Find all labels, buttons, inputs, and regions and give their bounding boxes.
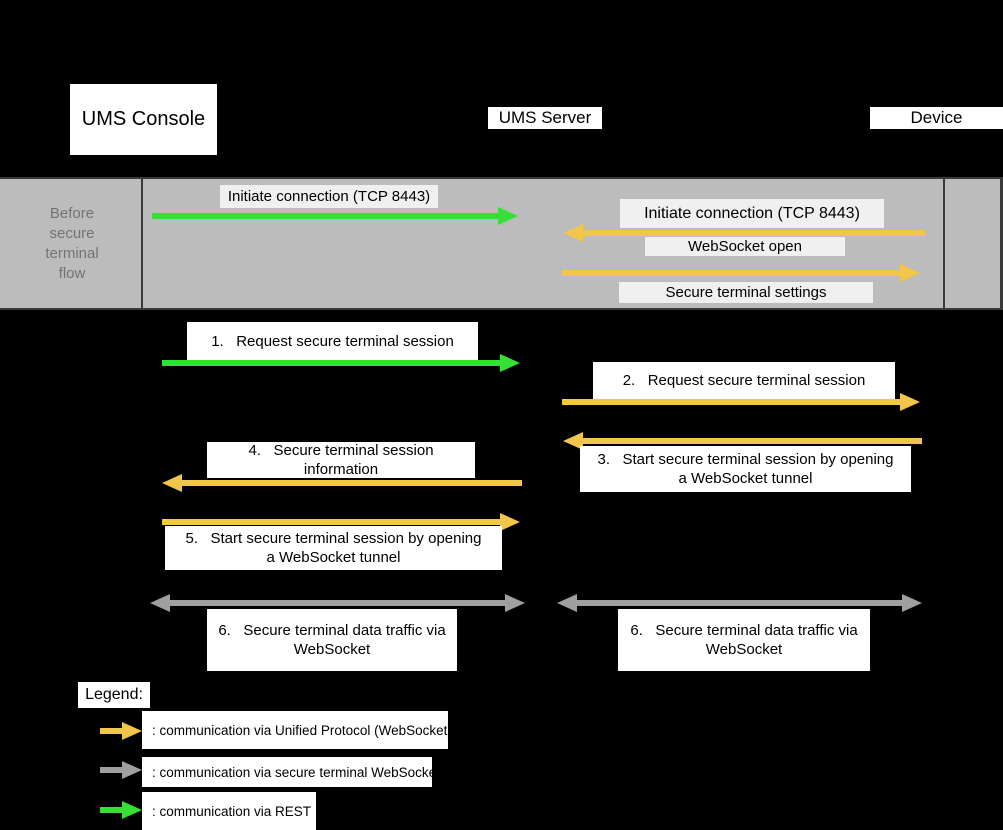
arrow-shaft	[152, 213, 502, 219]
arrow-shaft	[162, 519, 504, 525]
actor-ums-console: UMS Console	[70, 84, 217, 155]
step1-label: 1. Request secure terminal session	[187, 322, 478, 360]
step6-secure-ws-arrow-console-server	[150, 594, 525, 612]
arrow-head-right-icon	[902, 594, 922, 612]
legend-title: Legend:	[78, 682, 150, 708]
step2-label: 2. Request secure terminal session	[593, 362, 895, 399]
step2-unified-arrow-server-to-device	[562, 393, 920, 411]
band-divider-console	[141, 177, 143, 310]
arrow-shaft	[100, 807, 126, 813]
band-message-initiate-connection-console: Initiate connection (TCP 8443)	[220, 185, 438, 208]
step6-right-label: 6. Secure terminal data traffic via WebS…	[618, 609, 870, 671]
arrow-shaft	[579, 230, 925, 236]
arrow-head-right-icon	[122, 801, 142, 819]
arrow-head-right-icon	[900, 264, 920, 282]
arrow-head-right-icon	[505, 594, 525, 612]
band-message-initiate-connection-device: Initiate connection (TCP 8443)	[620, 199, 884, 228]
arrow-shaft	[178, 480, 522, 486]
step3-unified-arrow-device-to-server	[563, 432, 922, 450]
unified-arrow-server-to-device	[562, 264, 920, 282]
arrow-head-left-icon	[162, 474, 182, 492]
step5-label: 5. Start secure terminal session by open…	[165, 526, 502, 570]
step4-unified-arrow-server-to-console	[162, 474, 522, 492]
legend-unified-label: : communication via Unified Protocol (We…	[142, 711, 452, 749]
unified-arrow-device-to-server	[563, 224, 925, 242]
arrow-shaft	[573, 600, 906, 606]
arrow-shaft	[579, 438, 922, 444]
legend-secure-ws-arrow-icon	[100, 761, 142, 779]
band-message-websocket-open: WebSocket open	[645, 237, 845, 256]
legend-secure-ws-label: : communication via secure terminal WebS…	[142, 757, 440, 787]
band-message-secure-terminal-settings: Secure terminal settings	[619, 282, 873, 303]
arrow-head-right-icon	[900, 393, 920, 411]
legend-rest-arrow-icon	[100, 801, 142, 819]
arrow-shaft	[166, 600, 509, 606]
step3-label: 3. Start secure terminal session by open…	[580, 446, 911, 492]
arrow-head-left-icon	[563, 224, 583, 242]
arrow-shaft	[100, 767, 126, 773]
arrow-head-right-icon	[498, 207, 518, 225]
rest-arrow-console-to-server	[152, 207, 518, 225]
arrow-head-left-icon	[150, 594, 170, 612]
arrow-head-left-icon	[557, 594, 577, 612]
step4-label: 4. Secure terminal session information	[207, 442, 475, 478]
band-title: Before secure terminal flow	[45, 205, 99, 282]
step5-unified-arrow-console-to-server	[162, 513, 520, 531]
arrow-shaft	[100, 728, 126, 734]
band-right-edge	[1000, 177, 1003, 310]
arrow-shaft	[562, 270, 904, 276]
arrow-head-left-icon	[563, 432, 583, 450]
legend-unified-arrow-icon	[100, 722, 142, 740]
arrow-shaft	[162, 360, 504, 366]
arrow-head-right-icon	[122, 761, 142, 779]
step6-secure-ws-arrow-server-device	[557, 594, 922, 612]
step1-rest-arrow-console-to-server	[162, 354, 520, 372]
arrow-head-right-icon	[500, 513, 520, 531]
step6-left-label: 6. Secure terminal data traffic via WebS…	[207, 609, 457, 671]
band-divider-device	[943, 177, 945, 310]
actor-device: Device	[870, 107, 1003, 129]
actor-ums-server: UMS Server	[488, 107, 602, 129]
arrow-head-right-icon	[500, 354, 520, 372]
legend-rest-label: : communication via REST	[142, 792, 316, 830]
arrow-shaft	[562, 399, 904, 405]
arrow-head-right-icon	[122, 722, 142, 740]
